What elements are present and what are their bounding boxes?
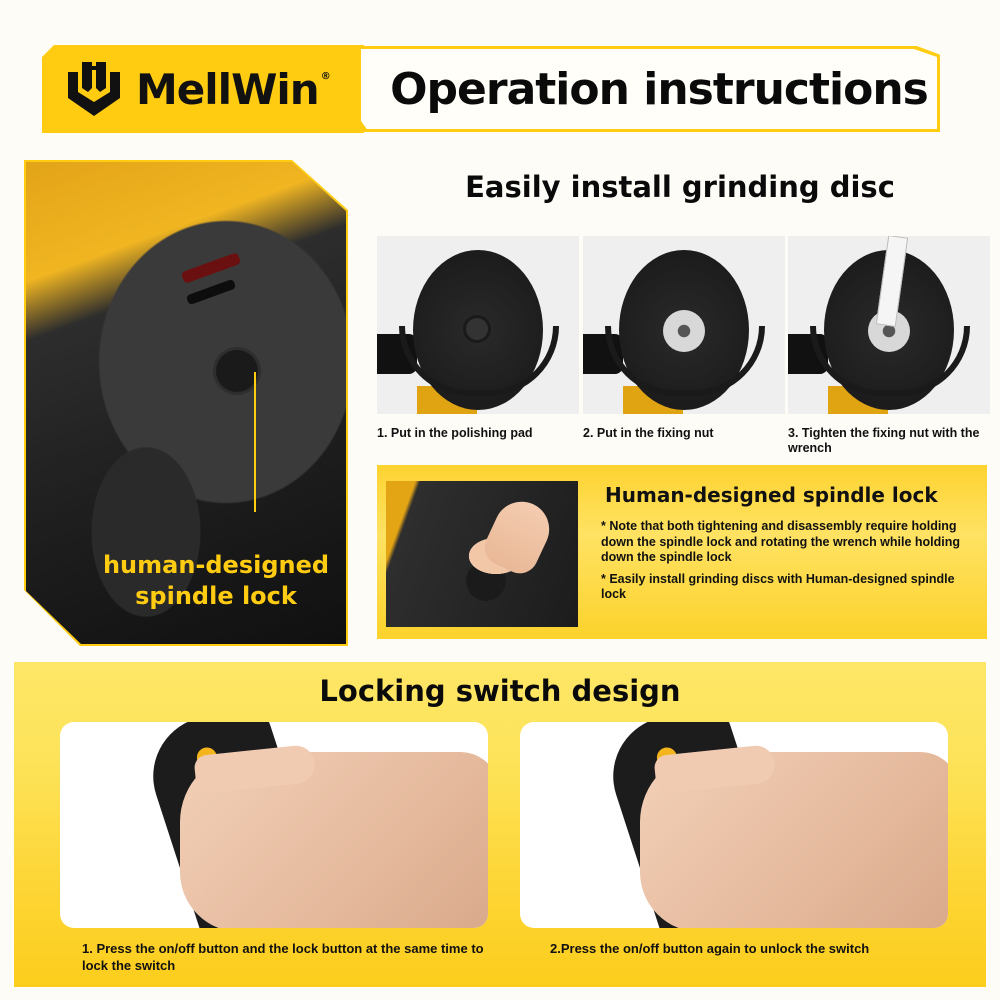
- title-banner: Operation instructions: [358, 46, 940, 132]
- locking-switch-title: Locking switch design: [319, 674, 681, 708]
- install-step-1: 1. Put in the polishing pad: [377, 236, 579, 441]
- shield-crest-icon: [68, 62, 120, 116]
- hero-image-frame: human-designed spindle lock: [24, 160, 348, 646]
- switch-step-1: 1. Press the on/off button and the lock …: [60, 722, 488, 974]
- switch-caption: 1. Press the on/off button and the lock …: [82, 941, 484, 973]
- spindle-lock-notes: * Note that both tightening and disassem…: [601, 519, 981, 609]
- step-image-wrench: [788, 236, 990, 414]
- spindle-lock-title: Human-designed spindle lock: [605, 483, 938, 507]
- spindle-lock-panel: Human-designed spindle lock * Note that …: [377, 465, 987, 639]
- brand-banner: MellWin®: [42, 45, 364, 133]
- locking-switch-section: Locking switch design 1. Press the on/of…: [14, 662, 986, 987]
- page-title: Operation instructions: [390, 63, 929, 115]
- hero-callout-label: human-designed spindle lock: [102, 551, 330, 610]
- switch-caption: 2.Press the on/off button again to unloc…: [550, 941, 870, 956]
- install-step-2: 2. Put in the fixing nut: [583, 236, 785, 441]
- step-image-polishing-pad: [377, 236, 579, 414]
- switch-photo-lock: [60, 722, 488, 928]
- step-caption: 2. Put in the fixing nut: [583, 426, 714, 440]
- vent-slot: [185, 278, 237, 306]
- install-step-3: 3. Tighten the fixing nut with the wrenc…: [788, 236, 990, 456]
- hero-image-spindle-lock: human-designed spindle lock: [26, 162, 346, 644]
- step-image-fixing-nut: [583, 236, 785, 414]
- callout-pointer-line: [254, 372, 256, 512]
- note-item: * Easily install grinding discs with Hum…: [601, 571, 955, 602]
- registered-mark: ®: [320, 70, 331, 82]
- spindle-lock-button: [216, 350, 258, 392]
- step-caption: 1. Put in the polishing pad: [377, 426, 533, 440]
- fixing-nut-icon: [663, 310, 705, 352]
- switch-photo-unlock: [520, 722, 948, 928]
- brand-name: MellWin®: [136, 64, 331, 114]
- spindle-lock-photo: [386, 481, 578, 627]
- switch-step-2: 2.Press the on/off button again to unloc…: [520, 722, 948, 957]
- finger: [478, 492, 559, 580]
- note-item: * Note that both tightening and disassem…: [601, 519, 961, 564]
- step-caption: 3. Tighten the fixing nut with the wrenc…: [788, 426, 980, 455]
- install-section-title: Easily install grinding disc: [465, 170, 895, 204]
